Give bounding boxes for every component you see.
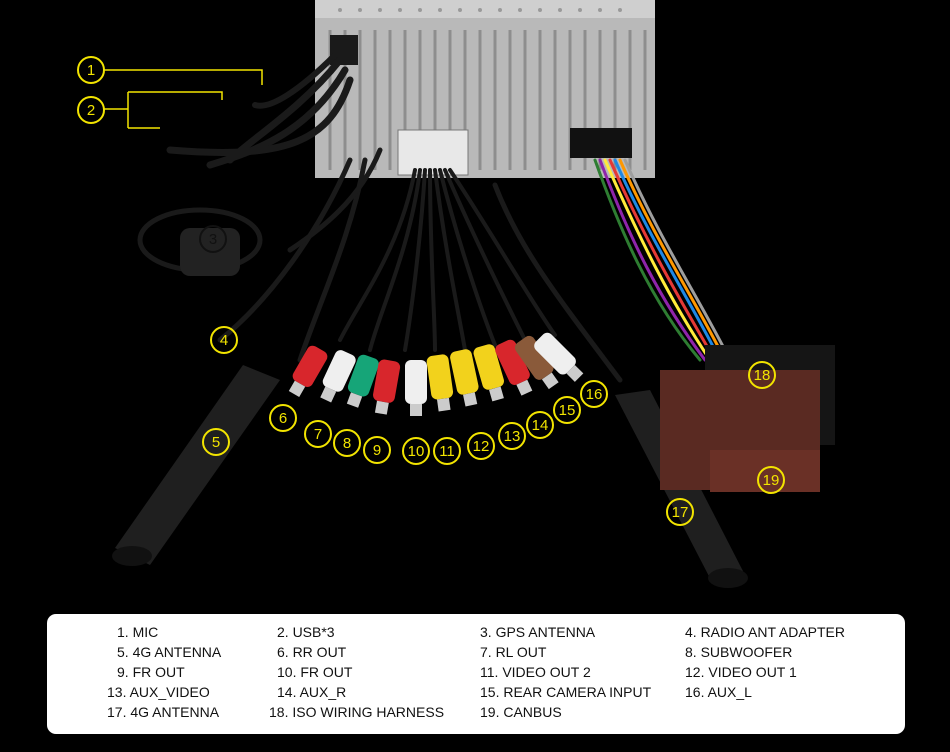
cable-bundle — [166, 52, 623, 383]
legend-item: 17. 4G ANTENNA — [107, 704, 220, 720]
legend-item: 19. CANBUS — [480, 704, 562, 720]
callout-9: 9 — [363, 436, 391, 464]
legend-item: 11. VIDEO OUT 2 — [480, 664, 591, 680]
rca-connectors — [288, 332, 584, 416]
legend-item: 13. AUX_VIDEO — [107, 684, 210, 700]
legend-item: 7. RL OUT — [480, 644, 547, 660]
callout-11: 11 — [433, 437, 461, 465]
legend-item: 3. GPS ANTENNA — [480, 624, 596, 640]
legend-item: 12. VIDEO OUT 1 — [685, 664, 797, 680]
callout-17: 17 — [666, 498, 694, 526]
callout-1: 1 — [77, 56, 105, 84]
legend-item: 8. SUBWOOFER — [685, 644, 793, 660]
callout-12: 12 — [467, 432, 495, 460]
callout-4: 4 — [210, 326, 238, 354]
legend-item: 1. MIC — [117, 624, 159, 640]
legend-item: 10. FR OUT — [277, 664, 353, 680]
iso-harness-wires — [593, 158, 732, 362]
callout-5: 5 — [202, 428, 230, 456]
callout-3: 3 — [199, 225, 227, 253]
callout-6: 6 — [269, 404, 297, 432]
callout-19: 19 — [757, 466, 785, 494]
head-unit-chassis — [315, 0, 655, 178]
legend-item: 2. USB*3 — [277, 624, 335, 640]
legend-item: 6. RR OUT — [277, 644, 347, 660]
legend-item: 5. 4G ANTENNA — [117, 644, 222, 660]
callout-10: 10 — [402, 437, 430, 465]
callout-8: 8 — [333, 429, 361, 457]
callout-14: 14 — [526, 411, 554, 439]
callout-16: 16 — [580, 380, 608, 408]
callout-7: 7 — [304, 420, 332, 448]
callout-leader-lines — [104, 69, 263, 129]
legend-item: 4. RADIO ANT ADAPTER — [685, 624, 846, 640]
4g-antenna-left — [112, 365, 280, 566]
legend-item: 14. AUX_R — [277, 684, 347, 700]
product-photo — [104, 0, 835, 588]
legend-item: 18. ISO WIRING HARNESS — [269, 704, 445, 720]
legend-item: 15. REAR CAMERA INPUT — [480, 684, 652, 700]
callout-13: 13 — [498, 422, 526, 450]
callout-2: 2 — [77, 96, 105, 124]
callout-18: 18 — [748, 361, 776, 389]
legend-item: 9. FR OUT — [117, 664, 185, 680]
legend-panel: 1. MIC 2. USB*3 3. GPS ANTENNA 4. RADIO … — [47, 614, 905, 734]
legend-item: 16. AUX_L — [685, 684, 752, 700]
canbus-box — [660, 370, 820, 492]
callout-15: 15 — [553, 396, 581, 424]
